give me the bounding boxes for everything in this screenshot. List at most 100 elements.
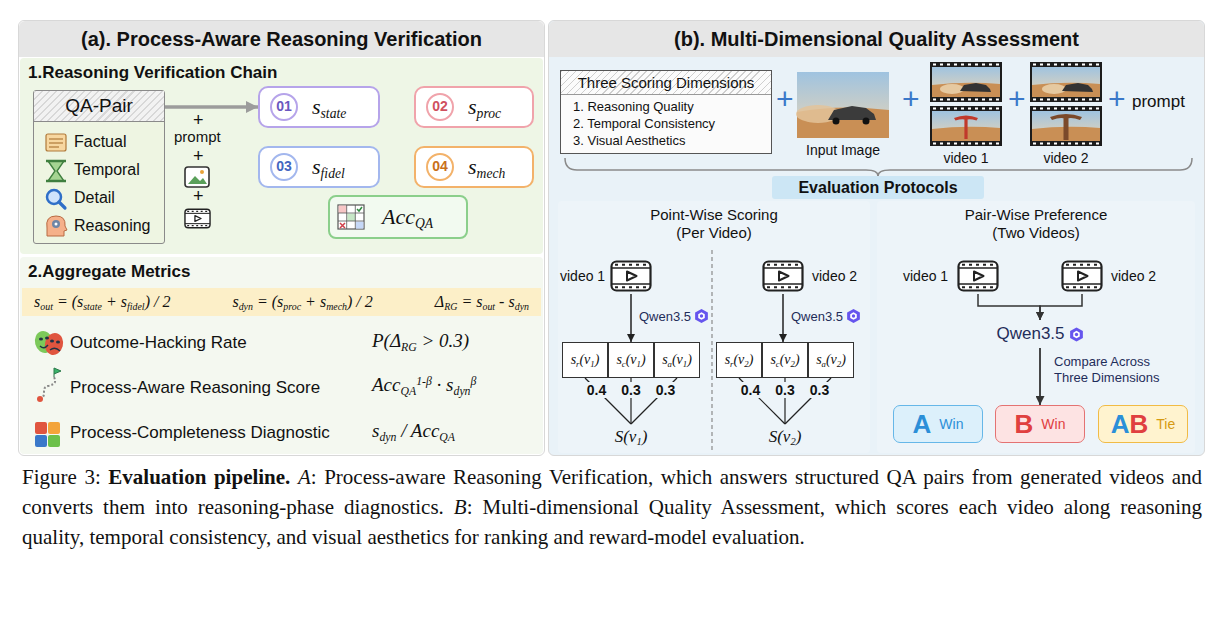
text-run: = (s (253, 293, 283, 310)
prompt-icons (185, 167, 209, 187)
node-text: Win (1041, 416, 1065, 432)
node-text: sa(v2) (816, 352, 846, 368)
accuracy-icon (340, 223, 345, 228)
node-text: sc(v1) (616, 352, 645, 368)
input-photo (833, 118, 840, 125)
text-run: ) (687, 352, 692, 367)
text-run: s (816, 352, 821, 367)
text-run: RG (401, 341, 417, 354)
text-run: 1 (683, 359, 687, 369)
video-icons (959, 262, 998, 291)
video-frames (1033, 108, 1102, 110)
video-frames (1030, 62, 1102, 102)
node-text: sstate (312, 94, 346, 120)
input-photo (796, 105, 840, 123)
qwen-logo (700, 314, 703, 317)
media-thumbnail: video 2 (1026, 60, 1106, 166)
judge-model: Qwen3.5 (985, 320, 1095, 348)
free-label: Process-Aware Reasoning Score (70, 378, 320, 398)
qa-icons (46, 134, 67, 236)
prompt-icons (188, 176, 207, 184)
node-text: Factual (34, 128, 164, 156)
accuracy-icon (355, 205, 356, 229)
video-node: video 2 (760, 258, 864, 294)
video-frames (1033, 143, 1102, 145)
node-text: video 1 (560, 268, 605, 284)
text-run: s (312, 94, 321, 119)
node-text: smech (468, 154, 505, 180)
video-frames (933, 108, 1002, 110)
text-run: B (454, 495, 467, 519)
node-text: sr(v1) (571, 352, 600, 368)
text-run: / Acc (396, 420, 439, 441)
video-frames (1032, 111, 1100, 141)
divider-line (711, 250, 712, 450)
qwen-logo (698, 312, 705, 320)
metric-icons (48, 422, 60, 434)
text-run: ) (796, 427, 802, 446)
accuracy-icon (346, 205, 347, 229)
prompt-icons (185, 167, 210, 228)
qa-icons (49, 138, 63, 139)
node-text: S(v2) (769, 427, 802, 447)
connector (1039, 348, 1041, 405)
qa-icons (47, 190, 61, 204)
text-run: 2 (791, 359, 795, 369)
input-photo (828, 106, 876, 120)
score-cell: sc(v2) (762, 342, 808, 378)
text-run: a (822, 359, 826, 369)
node-text: video 1 (943, 150, 988, 166)
video-frames (960, 83, 991, 92)
accuracy-icon (338, 213, 364, 214)
text-run: 2 (790, 436, 795, 447)
text-run: r (576, 359, 579, 369)
protocol-panel: Pair-Wise Preference (Two Videos)video 1… (877, 201, 1195, 453)
qwen-logo (847, 309, 860, 323)
node-text: Win (939, 416, 963, 432)
prompt-icons (200, 170, 204, 174)
video-icons (612, 262, 1102, 291)
node-text: video 1 (903, 268, 948, 284)
text-run: (v (780, 352, 791, 367)
score-cell: sr(v1) (562, 342, 608, 378)
score-cell: sa(v1) (654, 342, 700, 378)
qa-icons (49, 142, 63, 143)
accuracy-box: AccQA (328, 195, 468, 239)
text-run: (v (626, 352, 637, 367)
connector (630, 294, 632, 342)
video-icons (1063, 262, 1102, 291)
node-text: 01 (270, 93, 298, 121)
text-run: A (1111, 409, 1130, 439)
accuracy-icon (338, 205, 364, 229)
text-run: Acc (382, 204, 415, 229)
metric-icons (56, 341, 60, 344)
text-run: 2 (837, 359, 841, 369)
verdict-button: ABTie (1098, 405, 1188, 443)
metric-icons (40, 377, 55, 399)
free-label: + (193, 146, 204, 167)
video-frames (1042, 84, 1066, 94)
node-text: B (1015, 409, 1034, 439)
node-text: 1. Reasoning Quality (561, 98, 771, 115)
qa-icons (46, 160, 66, 163)
text-run: ) / 2 (347, 293, 373, 310)
node-text: A (913, 409, 932, 439)
node-text: sfidel (312, 154, 345, 180)
node-text: sout = (sstate + sfidel) / 2 (34, 293, 170, 311)
text-run: Acc (372, 374, 400, 395)
text-run: + s (102, 293, 127, 310)
video-frames (933, 99, 1002, 101)
text-run: 1 (590, 359, 594, 369)
text-run: s (725, 352, 730, 367)
text-run: s (770, 352, 775, 367)
metric-icons (35, 435, 47, 447)
free-label: AccQA1-β · sdynβ (372, 374, 476, 396)
accuracy-icon (338, 205, 364, 229)
dimension-card: Three Scoring Dimensions1. Reasoning Qua… (560, 70, 772, 154)
free-label: prompt (1132, 92, 1185, 112)
media-thumbnail: video 1 (926, 60, 1006, 166)
qa-icons (46, 134, 66, 151)
qwen-logo (852, 314, 855, 317)
node-text: Evaluation Protocols (798, 179, 957, 197)
